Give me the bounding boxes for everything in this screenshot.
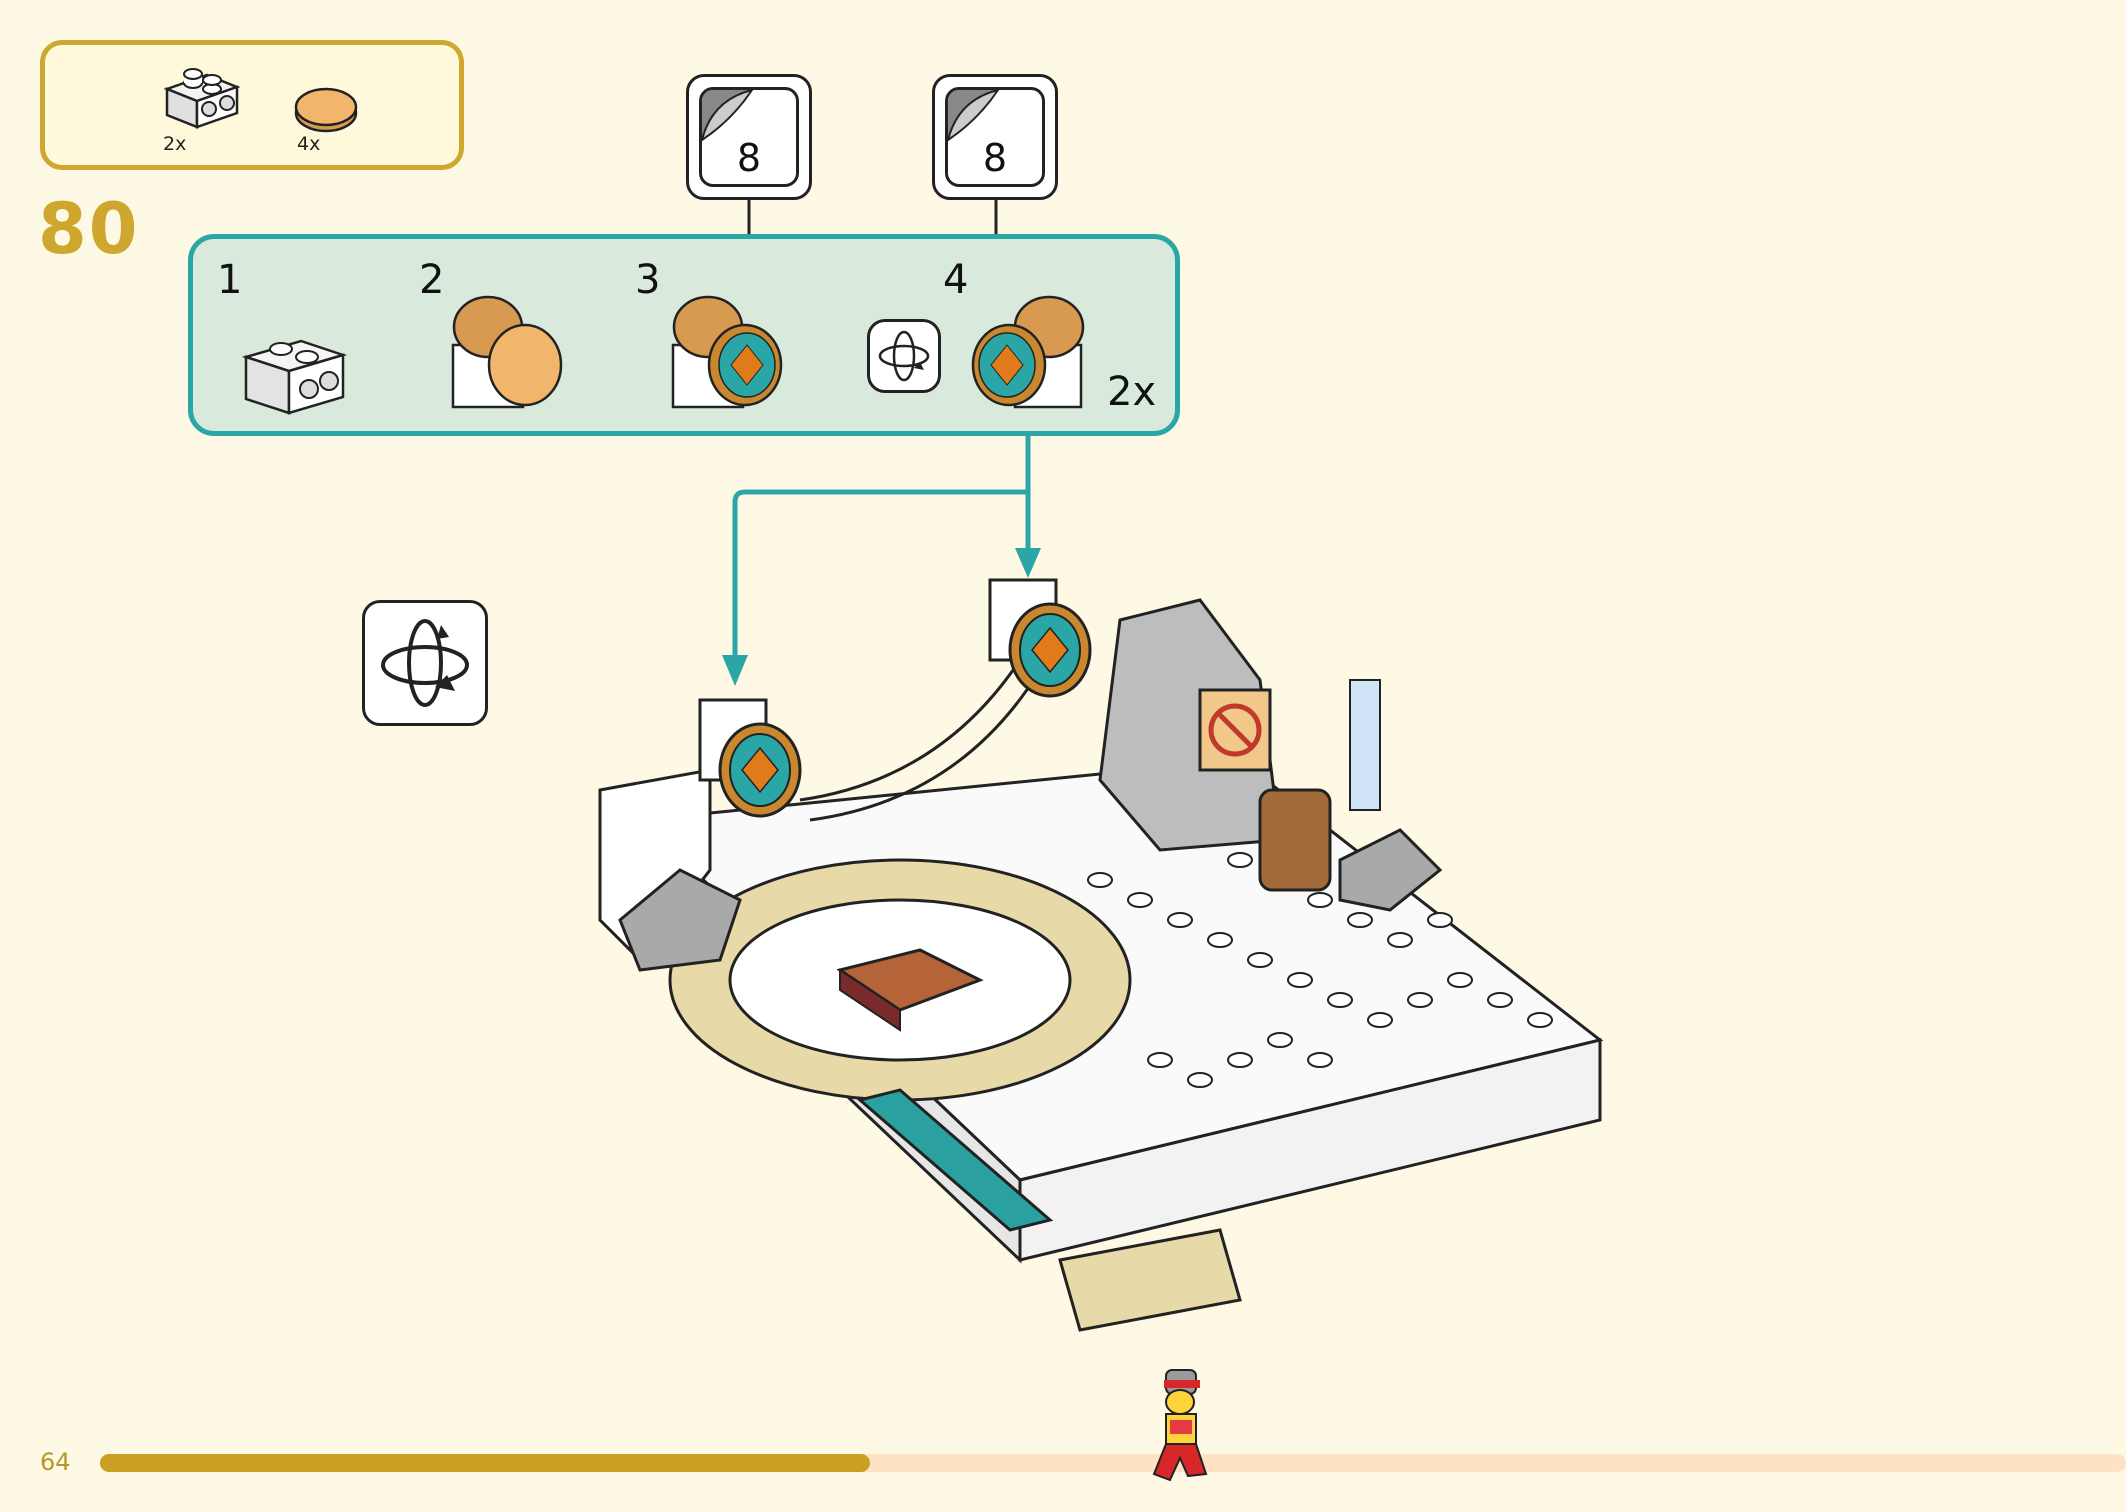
parts-callout: 2x 4x bbox=[40, 40, 464, 170]
step-number: 80 bbox=[38, 188, 140, 270]
rotate-model-icon bbox=[381, 619, 469, 707]
round-tile-icon bbox=[294, 87, 358, 133]
part-count-tile: 4x bbox=[297, 133, 321, 155]
sub-assembly-box: 1 2 3 4 2x bbox=[188, 234, 1180, 436]
brick-with-sticker-icon bbox=[671, 295, 783, 409]
sub-step-1: 1 bbox=[217, 257, 243, 303]
brick-with-tiles-icon bbox=[451, 295, 563, 409]
sticker-icon bbox=[948, 90, 1000, 142]
rotate-model-badge bbox=[362, 600, 488, 726]
sub-step-3: 3 bbox=[635, 257, 661, 303]
sub-step-4: 4 bbox=[943, 257, 969, 303]
sticker-callout-1: 8 bbox=[686, 74, 812, 200]
model-illustration bbox=[598, 578, 1604, 1332]
brick-with-sticker-rotated-icon bbox=[971, 295, 1085, 409]
minifig-progress-marker-icon bbox=[1152, 1369, 1208, 1482]
sub-assembly-multiplier: 2x bbox=[1107, 369, 1157, 415]
sticker-number: 8 bbox=[736, 136, 762, 180]
brick-1x2-icon bbox=[241, 339, 348, 415]
rotate-assembly-badge bbox=[867, 319, 941, 393]
sticker-callout-2: 8 bbox=[932, 74, 1058, 200]
sticker-number: 8 bbox=[982, 136, 1008, 180]
rotate-assembly-icon bbox=[878, 330, 930, 382]
brick-1x2-icon bbox=[163, 68, 241, 129]
progress-fill bbox=[100, 1454, 870, 1472]
sub-step-2: 2 bbox=[419, 257, 445, 303]
page-number: 64 bbox=[40, 1448, 71, 1476]
part-count-brick: 2x bbox=[163, 133, 187, 155]
sticker-icon bbox=[702, 90, 754, 142]
